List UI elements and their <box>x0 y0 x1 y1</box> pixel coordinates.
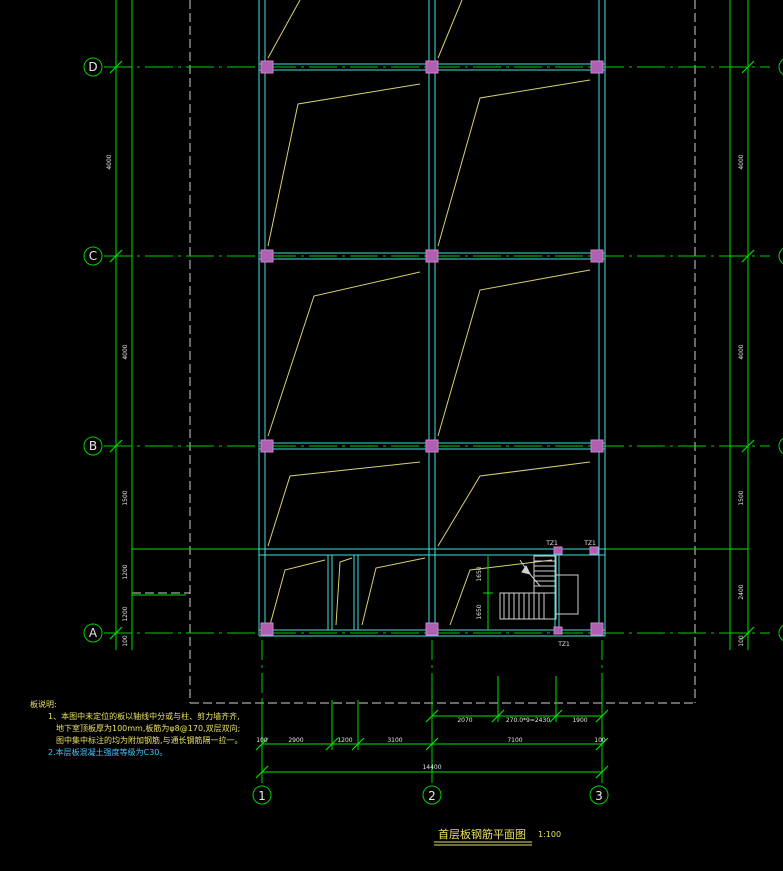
dim-text: 1900 <box>572 717 587 724</box>
axis-label-row: B <box>89 439 97 453</box>
notes-title: 板说明: <box>30 700 57 709</box>
drawing-scale: 1:100 <box>538 830 562 839</box>
column <box>260 622 274 636</box>
column <box>589 546 599 555</box>
dim-text: 100 <box>594 737 606 744</box>
beams <box>258 0 606 637</box>
dim-text: 1200 <box>122 606 129 621</box>
axis-label-col: 2 <box>428 789 436 803</box>
column <box>590 60 604 74</box>
dim-text: 270.0*9=2430 <box>506 717 550 724</box>
axis-label-col: 3 <box>595 789 603 803</box>
dim-text: 3100 <box>387 737 402 744</box>
axis-lines <box>104 66 770 783</box>
dim-text: 2400 <box>738 584 745 599</box>
dim-text: 100 <box>256 737 268 744</box>
dim-text: 2900 <box>288 737 303 744</box>
axis-label-row: A <box>89 626 98 640</box>
notes-item1-line2: 地下室顶板厚为100mm,板筋为φ8@170,双层双向; <box>56 724 241 733</box>
column <box>425 249 439 263</box>
column <box>425 622 439 636</box>
column <box>590 439 604 453</box>
column <box>553 546 563 555</box>
stair-tag: TZ1 <box>557 641 570 648</box>
building-outline <box>132 0 696 704</box>
axis-label-col: 1 <box>258 789 266 803</box>
dim-text: 4000 <box>738 154 745 169</box>
stair <box>499 555 579 620</box>
column <box>260 60 274 74</box>
notes-item1-line3: 图中集中标注的均为附加钢筋,与通长钢筋隔一拉一。 <box>56 736 243 745</box>
stair-tag: TZ1 <box>583 540 596 547</box>
slab-notes: 板说明: 1、本图中未定位的板以轴线中分或与柱、剪力墙齐齐, 地下室顶板厚为10… <box>30 699 270 759</box>
title-underline <box>434 841 532 846</box>
column <box>260 439 274 453</box>
columns <box>260 60 604 636</box>
axis-label-row: D <box>88 60 97 74</box>
column <box>590 249 604 263</box>
dim-text: 1200 <box>337 737 352 744</box>
dim-text: 1650 <box>476 604 483 619</box>
dim-text: 4000 <box>738 344 745 359</box>
dim-text: 100 <box>738 635 745 647</box>
column <box>553 626 563 635</box>
dimension-ticks <box>109 60 755 779</box>
row-axis-bubbles <box>83 57 783 805</box>
dim-text: 1500 <box>738 490 745 505</box>
dim-text: 2070 <box>457 717 472 724</box>
dim-text: 7100 <box>507 737 522 744</box>
dimension-lines <box>115 0 749 780</box>
dim-text: 1650 <box>476 566 483 581</box>
dim-text: 1500 <box>122 490 129 505</box>
column <box>590 622 604 636</box>
column <box>425 439 439 453</box>
dim-text: 14400 <box>422 764 441 771</box>
dim-text: 4000 <box>106 154 113 169</box>
stair-tag: TZ1 <box>545 540 558 547</box>
dim-text: 1200 <box>122 564 129 579</box>
drawing-title: 首层板钢筋平面图 <box>438 828 526 841</box>
slab-rebar-lines <box>267 0 591 626</box>
notes-item2: 2.本层板混凝土强度等级为C30。 <box>48 748 168 757</box>
dim-text: 4000 <box>122 344 129 359</box>
dim-text: 100 <box>122 635 129 647</box>
notes-item1-line1: 1、本图中未定位的板以轴线中分或与柱、剪力墙齐齐, <box>48 712 240 721</box>
axis-label-row: C <box>89 249 97 263</box>
column <box>425 60 439 74</box>
column <box>260 249 274 263</box>
